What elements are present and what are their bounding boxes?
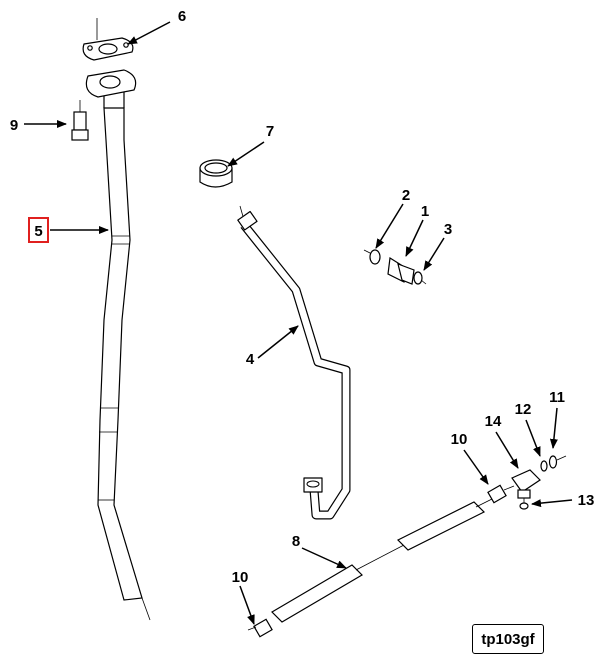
callout-10-lower[interactable]: 10 <box>232 569 249 586</box>
part-11-seal-ring <box>548 455 567 469</box>
part-5-dipstick-tube <box>85 69 151 621</box>
callout-labels: 6 9 7 5 2 1 3 4 8 10 10 14 12 11 13 <box>10 8 595 586</box>
callout-8[interactable]: 8 <box>292 533 300 550</box>
callout-13[interactable]: 13 <box>578 492 595 509</box>
selected-callout-highlight <box>28 217 49 243</box>
part-13-washer <box>519 498 529 510</box>
part-10-clamp-upper <box>487 484 507 504</box>
callout-11[interactable]: 11 <box>549 389 565 406</box>
callout-9[interactable]: 9 <box>10 117 18 134</box>
part-9-bolt <box>71 100 89 141</box>
callout-7[interactable]: 7 <box>266 123 274 140</box>
part-7-grommet <box>199 159 233 188</box>
part-14-elbow <box>503 469 541 499</box>
part-10-clamp-lower <box>247 618 273 638</box>
callout-3[interactable]: 3 <box>444 221 452 238</box>
callout-2[interactable]: 2 <box>402 187 410 204</box>
part-6-gasket <box>82 18 134 61</box>
part-3-seal-ring <box>413 271 423 285</box>
part-12-seal-ring <box>540 460 548 472</box>
part-2-seal-ring <box>369 249 381 265</box>
leader-arrows <box>24 21 573 625</box>
callout-14[interactable]: 14 <box>485 413 502 430</box>
callout-4[interactable]: 4 <box>246 351 255 368</box>
callout-5[interactable]: 5 <box>34 223 42 240</box>
part-8-hose <box>271 498 493 623</box>
callout-10-upper[interactable]: 10 <box>451 431 468 448</box>
callout-1[interactable]: 1 <box>421 203 429 220</box>
figure-reference-code: tp103gf <box>472 624 544 654</box>
callout-6[interactable]: 6 <box>178 8 186 25</box>
part-1-fitting <box>363 249 427 285</box>
callout-12[interactable]: 12 <box>515 401 532 418</box>
part-4-tube <box>237 205 351 520</box>
